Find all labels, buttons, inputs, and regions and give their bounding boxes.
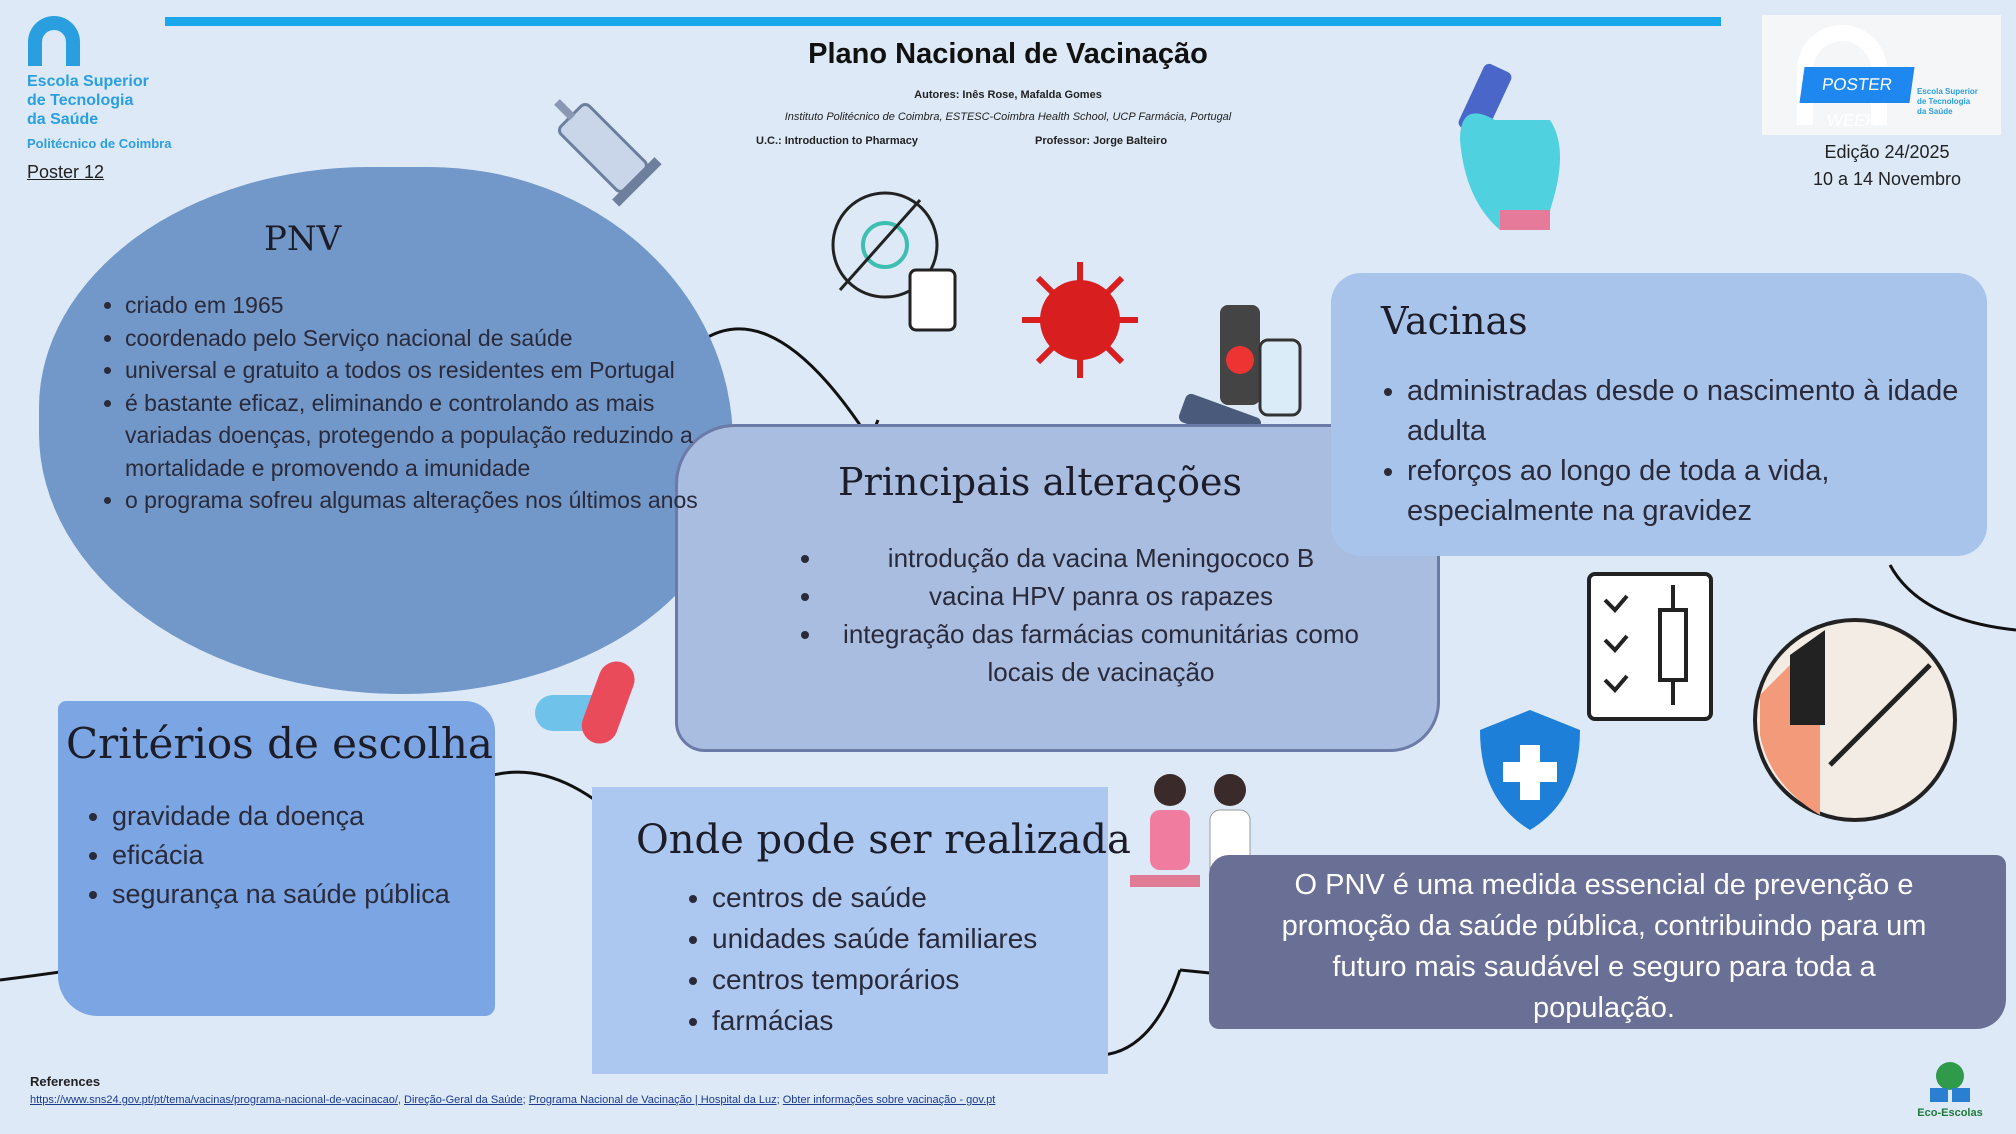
principais-section: Principais alterações introdução da vaci… (675, 424, 1440, 752)
top-accent-bar (165, 17, 1721, 26)
medicine-bottles-icon (1178, 305, 1302, 445)
page-title: Plano Nacional de Vacinação (808, 38, 1208, 70)
logo-subtitle: Politécnico de Coimbra (27, 136, 172, 151)
institution: Instituto Politécnico de Coimbra, ESTESC… (784, 111, 1232, 123)
virus-icon (1022, 262, 1138, 378)
reference-link[interactable]: https://www.sns24.gov.pt/pt/tema/vacinas… (30, 1094, 398, 1106)
vacinas-title: Vacinas (1381, 299, 1528, 343)
poster-number: Poster 12 (27, 162, 105, 182)
conclusion-section: O PNV é uma medida essencial de prevençã… (1209, 855, 2006, 1029)
vacinas-section: Vacinas administradas desde o nascimento… (1331, 273, 1987, 556)
references-heading: References (30, 1074, 101, 1089)
authors: Autores: Inês Rose, Mafalda Gomes (914, 89, 1102, 101)
health-shield-icon (1480, 710, 1580, 830)
principais-title: Principais alterações (838, 460, 1243, 504)
list-item: gravidade da doença (112, 797, 450, 836)
list-item: eficácia (112, 836, 450, 875)
references-links: https://www.sns24.gov.pt/pt/tema/vacinas… (30, 1094, 996, 1106)
checklist-syringe-icon (1587, 572, 1713, 721)
professor: Professor: Jorge Balteiro (1035, 135, 1168, 147)
list-item: integração das farmácias comunitárias co… (824, 615, 1378, 691)
pnv-title: PNV (264, 219, 342, 259)
school-line: da Saúde (1917, 107, 1953, 116)
list-item: centros de saúde (712, 877, 1037, 918)
poster-week-band: POSTER WEEK (1799, 67, 1915, 130)
course-unit: U.C.: Introduction to Pharmacy (756, 135, 918, 147)
reference-link[interactable]: Direção-Geral da Saúde (404, 1094, 523, 1106)
eco-tree-icon (1930, 1062, 1970, 1102)
criterios-title: Critérios de escolha (66, 719, 493, 768)
school-logo-text: Escola Superior de Tecnologia da Saúde (27, 72, 149, 129)
onde-section: Onde pode ser realizada centros de saúde… (592, 787, 1131, 1074)
principais-list: introdução da vacina Meningococo B vacin… (798, 539, 1378, 691)
reference-link[interactable]: Obter informações sobre vacinação - gov.… (782, 1094, 996, 1106)
list-item: é bastante eficaz, eliminando e controla… (125, 387, 709, 485)
criterios-section: Critérios de escolha gravidade da doença… (58, 701, 495, 1016)
logo-line: da Saúde (27, 111, 99, 128)
pnv-list: criado em 1965 coordenado pelo Serviço n… (99, 289, 709, 517)
list-item: vacina HPV panra os rapazes (824, 577, 1378, 615)
list-item: farmácias (712, 1000, 1037, 1041)
school-logo-icon (28, 16, 80, 66)
pnv-section: PNV criado em 1965 coordenado pelo Servi… (39, 167, 733, 694)
edition-dates: 10 a 14 Novembro (1812, 169, 1962, 189)
list-item: introdução da vacina Meningococo B (824, 539, 1378, 577)
conclusion-text: O PNV é uma medida essencial de prevençã… (1281, 869, 1927, 1024)
vacinas-list: administradas desde o nascimento à idade… (1381, 371, 1961, 531)
list-item: administradas desde o nascimento à idade… (1407, 371, 1961, 451)
syringe-icon (554, 99, 662, 207)
reference-link[interactable]: Programa Nacional de Vacinação | Hospita… (528, 1094, 777, 1106)
list-item: universal e gratuito a todos os resident… (125, 354, 709, 387)
gloved-hand-vaccine-icon (1458, 63, 1560, 230)
list-item: coordenado pelo Serviço nacional de saúd… (125, 322, 709, 355)
vaccination-arm-icon (1753, 618, 1957, 822)
eco-escolas-label: Eco-Escolas (1917, 1107, 1983, 1119)
arrow-icon (1089, 968, 1211, 1057)
list-item: criado em 1965 (125, 289, 709, 322)
school-line: de Tecnologia (1917, 97, 1971, 106)
logo-line: Escola Superior (27, 73, 149, 90)
criterios-list: gravidade da doença eficácia segurança n… (86, 797, 450, 914)
eco-escolas-logo: Eco-Escolas (1915, 1060, 1985, 1119)
list-item: reforços ao longo de toda a vida, especi… (1407, 451, 1961, 531)
list-item: o programa sofreu algumas alterações nos… (125, 484, 709, 517)
school-line: Escola Superior (1917, 87, 1978, 96)
edition: Edição 24/2025 (1824, 142, 1950, 162)
virus-syringe-vial-icon (831, 191, 957, 332)
onde-list: centros de saúde unidades saúde familiar… (686, 877, 1037, 1041)
list-item: centros temporários (712, 959, 1037, 1000)
pill-capsule-icon (535, 661, 635, 744)
onde-title: Onde pode ser realizada (636, 817, 1131, 863)
list-item: unidades saúde familiares (712, 918, 1037, 959)
list-item: segurança na saúde pública (112, 875, 450, 914)
logo-line: de Tecnologia (27, 92, 134, 109)
